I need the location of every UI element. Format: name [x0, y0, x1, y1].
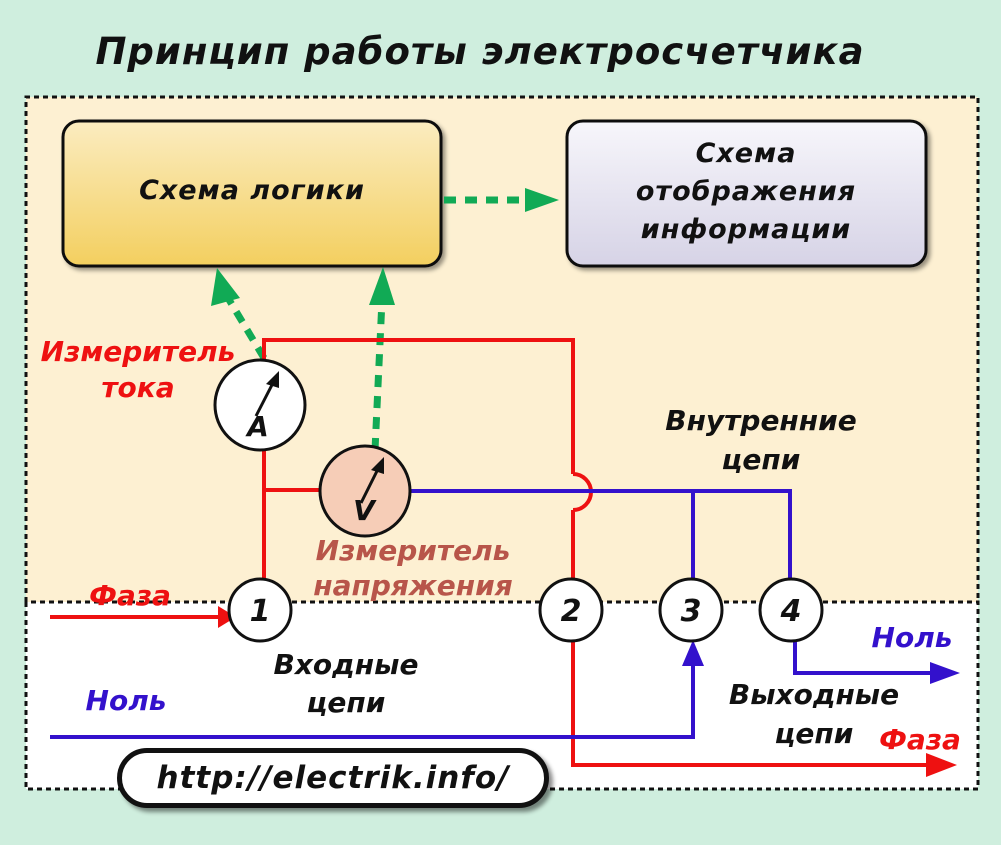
neutral-out-label: Ноль [872, 621, 953, 654]
terminal-2-label: 2 [561, 594, 582, 629]
ammeter-needle-tip [266, 371, 279, 388]
voltmeter-needle-tip [371, 457, 384, 474]
internal-circuits-line-2: цепи [722, 443, 801, 476]
display-box [565, 119, 928, 268]
ammeter-label-line-1: Измеритель [41, 335, 236, 368]
terminal-1: 1 [227, 577, 293, 643]
voltmeter-label-line-2: напряжения [313, 569, 512, 602]
logic-box [61, 119, 443, 268]
signal-arrowhead-logic-v [369, 267, 395, 305]
terminal-4: 4 [758, 577, 824, 643]
signal-links [224, 196, 525, 451]
ammeter-symbol: A [245, 410, 269, 443]
voltmeter: V [318, 444, 412, 538]
internal-circuits-line-1: Внутренние [665, 404, 857, 437]
source-url-badge[interactable]: http://electrik.info/ [117, 748, 549, 808]
terminal-1-label: 1 [250, 594, 271, 629]
input-circuits-line-2: цепи [307, 686, 386, 719]
output-circuits-line-1: Выходные [729, 678, 899, 711]
phase-in-arrowhead [218, 606, 236, 628]
neutral-wiring [50, 489, 931, 739]
terminal-3-label: 3 [681, 594, 702, 629]
input-circuits-line-1: Входные [274, 648, 419, 681]
display-box-line-3: информации [641, 214, 851, 245]
meter-area-border [24, 95, 980, 602]
neutral-in-label: Ноль [86, 684, 167, 717]
phase-out-arrowhead [926, 753, 957, 777]
display-box-line-1: Схема [696, 138, 797, 169]
neutral-in-arrowhead [682, 640, 704, 666]
phase-out-label: Фаза [879, 723, 961, 756]
voltmeter-label-line-1: Измеритель [316, 534, 511, 567]
signal-arrowhead-logic-a [211, 268, 240, 306]
signal-arrowhead-display [525, 188, 559, 212]
voltmeter-symbol: V [353, 494, 377, 527]
voltmeter-needle [359, 466, 381, 504]
phase-in-label: Фаза [89, 579, 171, 612]
page-title: Принцип работы электросчетчика [95, 30, 865, 73]
ammeter: A [213, 358, 307, 452]
external-area-border [24, 600, 980, 791]
terminal-3: 3 [658, 577, 724, 643]
display-box-line-2: отображения [636, 176, 856, 207]
ammeter-needle [254, 380, 276, 417]
neutral-out-arrowhead [930, 662, 960, 684]
logic-box-label: Схема логики [139, 175, 365, 206]
terminal-2: 2 [538, 577, 604, 643]
output-circuits-line-2: цепи [775, 717, 854, 750]
terminal-4-label: 4 [780, 594, 802, 629]
ammeter-label-line-2: тока [101, 371, 174, 404]
